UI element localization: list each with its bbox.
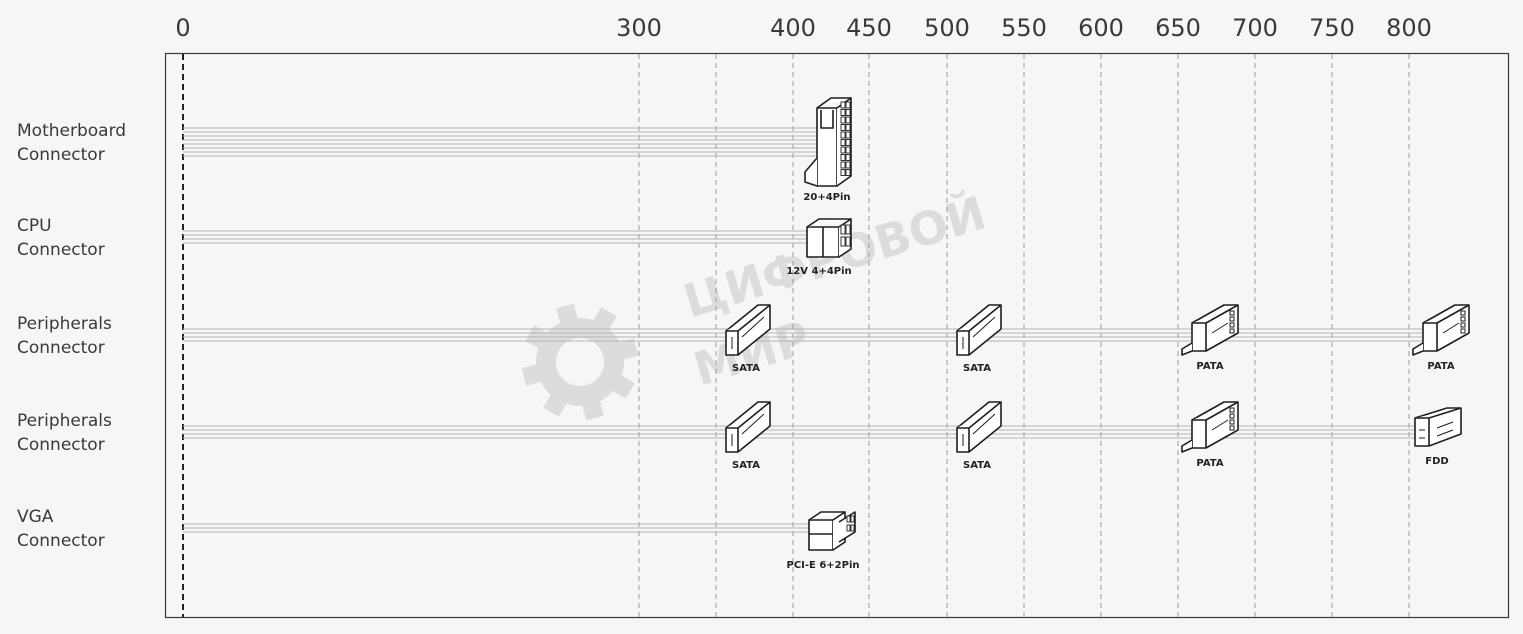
connector-label: SATA <box>963 363 991 374</box>
row-label: VGA <box>17 507 54 527</box>
connector-pata-icon <box>1181 304 1239 356</box>
row-label: Connector <box>17 145 105 165</box>
row-label: Motherboard <box>17 121 126 141</box>
cables <box>183 127 1449 533</box>
x-tick-label: 800 <box>1386 14 1432 42</box>
connector-atx24-icon <box>804 97 852 187</box>
connector-pata-icon <box>1181 401 1239 453</box>
connector-pata-icon <box>1412 304 1470 356</box>
x-tick-label: 700 <box>1232 14 1278 42</box>
connector-label: PATA <box>1196 458 1223 469</box>
row-label: Peripherals <box>17 411 112 431</box>
connector-label: PATA <box>1196 361 1223 372</box>
connector-label: PCI-E 6+2Pin <box>786 560 859 571</box>
gear-icon <box>521 303 639 421</box>
row-labels: MotherboardConnectorCPUConnectorPeripher… <box>17 121 126 551</box>
connector-sata-icon <box>725 304 771 356</box>
plot-frame <box>164 52 1510 619</box>
connector-sata-icon <box>725 401 771 453</box>
x-tick-label: 500 <box>924 14 970 42</box>
connector-label: 20+4Pin <box>803 192 850 203</box>
x-tick-label: 400 <box>770 14 816 42</box>
x-tick-label: 600 <box>1078 14 1124 42</box>
connector-fdd-icon <box>1414 407 1462 447</box>
connector-sata-icon <box>956 304 1002 356</box>
connector-label: PATA <box>1427 361 1454 372</box>
connector-eps8-icon <box>806 218 852 258</box>
x-tick-label: 0 <box>175 14 190 42</box>
connector-pcie8-icon <box>808 511 856 551</box>
row-label: Connector <box>17 338 105 358</box>
x-tick-label: 450 <box>846 14 892 42</box>
row-label: Connector <box>17 240 105 260</box>
row-label: CPU <box>17 216 52 236</box>
watermark: ЦИФРОВОЙМИР <box>521 186 992 421</box>
row-label: Connector <box>17 435 105 455</box>
row-label: Connector <box>17 531 105 551</box>
connector-label: SATA <box>732 460 760 471</box>
x-tick-label: 650 <box>1155 14 1201 42</box>
x-tick-label: 750 <box>1309 14 1355 42</box>
connector-label: SATA <box>963 460 991 471</box>
connector-sata-icon <box>956 401 1002 453</box>
x-tick-label: 300 <box>616 14 662 42</box>
x-axis-ticks: 0 300 400 450 500 550 600 650 700 750 800 <box>175 14 1432 42</box>
x-tick-label: 550 <box>1001 14 1047 42</box>
connector-label: FDD <box>1425 456 1448 467</box>
row-label: Peripherals <box>17 314 112 334</box>
connector-label: SATA <box>732 363 760 374</box>
connector-label: 12V 4+4Pin <box>786 266 851 277</box>
